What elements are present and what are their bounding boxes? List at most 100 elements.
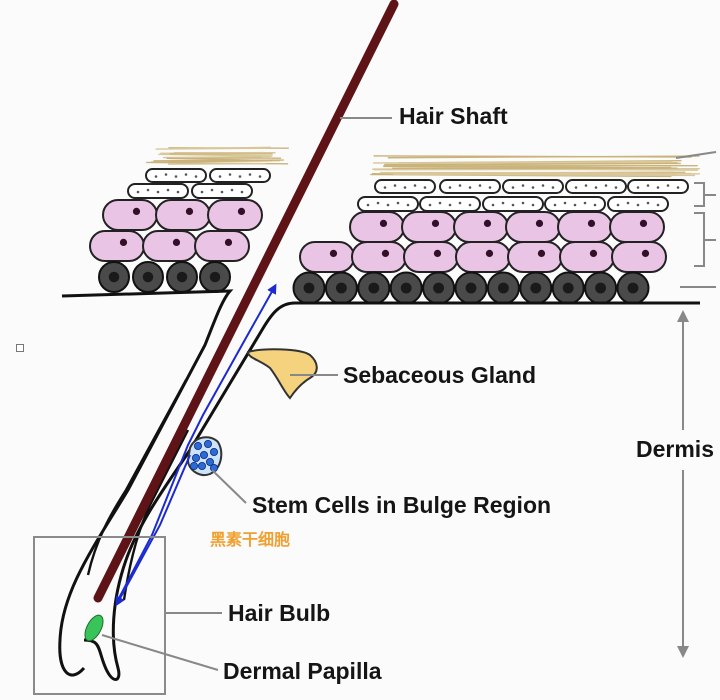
dermis-arrowhead-top: [677, 310, 689, 322]
spinous-cell: [507, 241, 563, 273]
granule-dot: [366, 203, 370, 207]
granule-dot: [626, 201, 630, 205]
cell-nucleus: [535, 219, 544, 227]
granule-dot: [248, 173, 252, 176]
granule-dot: [438, 201, 442, 205]
granule-dot: [468, 203, 472, 207]
cell-nucleus: [237, 207, 246, 215]
granule-dot: [448, 203, 452, 207]
spinous-cell: [559, 241, 615, 273]
granule-dot: [646, 201, 650, 205]
keratin-flake: [158, 153, 273, 157]
leader-dermal-papilla: [101, 634, 219, 671]
granule-dot: [423, 186, 427, 189]
keratin-flake: [384, 162, 681, 166]
sebaceous-gland: [246, 348, 318, 400]
hair-bulb-box: [33, 536, 166, 695]
migration-arrow-down: [115, 454, 191, 607]
dermal-papilla: [84, 614, 104, 642]
follicle-outer-wall-right: [83, 301, 700, 681]
inner-sheath-left: [86, 379, 188, 576]
granule-dot: [258, 175, 262, 178]
granule-dot: [656, 203, 660, 207]
spinous-cell: [453, 211, 509, 243]
leader-stem-cells: [211, 469, 247, 504]
bracket-granular: [694, 182, 716, 207]
spinous-cell: [142, 230, 198, 262]
cell-nucleus: [639, 219, 648, 227]
dermis-arrowhead-bottom: [677, 646, 689, 658]
granule-dot: [238, 175, 242, 178]
keratin-flake: [387, 155, 700, 159]
basal-nucleus: [335, 282, 347, 294]
granule-dot: [553, 203, 557, 207]
stem-cell: [203, 439, 212, 448]
cell-nucleus: [587, 219, 596, 227]
granule-dot: [136, 190, 140, 194]
granule-dot: [458, 184, 462, 187]
spinous-cell: [351, 241, 407, 273]
granule-dot: [228, 173, 232, 176]
keratin-flake: [168, 160, 272, 163]
granule-dot: [406, 203, 410, 207]
cell-nucleus: [485, 249, 494, 257]
granule-dot: [383, 186, 387, 189]
cell-nucleus: [224, 238, 233, 246]
follicle-outer-wall-left: [58, 289, 234, 677]
cell-nucleus: [641, 249, 650, 257]
basal-nucleus: [176, 271, 188, 283]
label-sebaceous-gland: Sebaceous Gland: [343, 362, 537, 388]
granule-dot: [478, 184, 482, 187]
granule-dot: [458, 201, 462, 205]
granule-dot: [154, 175, 158, 178]
label-hair-shaft: Hair Shaft: [399, 103, 508, 129]
granule-dot: [614, 186, 618, 189]
cell-nucleus: [537, 249, 546, 257]
spinous-cell: [557, 211, 613, 243]
stem-cell: [209, 463, 218, 472]
cell-nucleus: [185, 207, 194, 215]
granule-dot: [604, 184, 608, 187]
basal-nucleus: [108, 271, 120, 283]
granule-dot: [573, 203, 577, 207]
granule-dot: [531, 186, 535, 189]
granule-dot: [511, 203, 515, 207]
granule-dot: [583, 201, 587, 205]
stem-cell: [199, 450, 208, 459]
spinous-cell: [455, 241, 511, 273]
cell-nucleus: [381, 249, 390, 257]
granule-dot: [488, 186, 492, 189]
keratin-flake: [373, 160, 673, 164]
cell-nucleus: [433, 249, 442, 257]
granule-dot: [468, 186, 472, 189]
basal-nucleus: [368, 282, 380, 294]
granule-dot: [501, 201, 505, 205]
spinous-cell: [299, 241, 355, 273]
keratin-flake: [162, 155, 271, 159]
granule-dot: [174, 175, 178, 178]
granule-dot: [521, 184, 525, 187]
epidermis-layers: [89, 146, 700, 305]
granule-dot: [376, 201, 380, 205]
label-hair-bulb: Hair Bulb: [228, 600, 331, 626]
basal-nucleus: [530, 282, 542, 294]
bracket-spinous: [694, 212, 716, 267]
granule-dot: [616, 203, 620, 207]
granule-dot: [593, 203, 597, 207]
granule-dot: [220, 190, 224, 194]
basal-nucleus: [497, 282, 509, 294]
stem-cell: [209, 447, 218, 456]
keratin-flake: [155, 147, 266, 150]
granule-dot: [176, 190, 180, 194]
granule-dot: [403, 186, 407, 189]
label-melanocyte-stem-cells: 黑素干细胞: [210, 530, 291, 549]
cell-nucleus: [132, 207, 141, 215]
label-dermal-papilla: Dermal Papilla: [223, 658, 382, 684]
spinous-cell: [505, 211, 561, 243]
granule-dot: [448, 186, 452, 189]
stem-cell: [197, 461, 206, 470]
keratin-flake: [166, 157, 263, 162]
granule-dot: [413, 184, 417, 187]
cell-nucleus: [329, 249, 338, 257]
